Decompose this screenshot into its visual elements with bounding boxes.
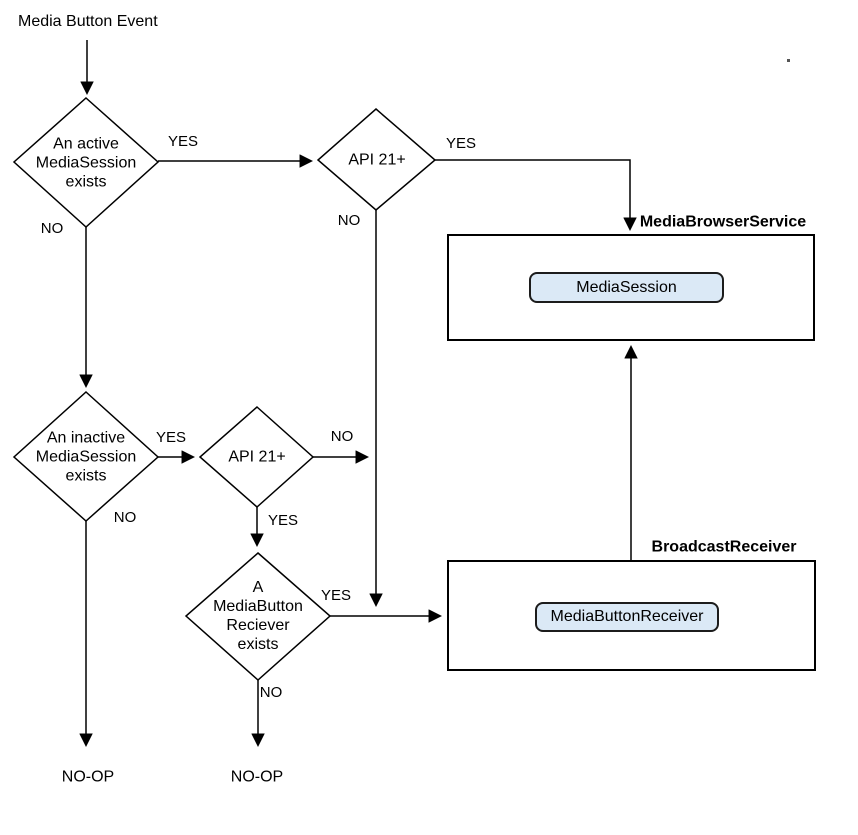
- media-browser-service-title: MediaBrowserService: [639, 213, 807, 231]
- start-label: Media Button Event: [18, 13, 158, 30]
- edge-label-inactive-no: NO: [113, 509, 137, 526]
- edge-label-mbr-no: NO: [259, 684, 283, 701]
- broadcast-receiver-title: BroadcastReceiver: [651, 538, 797, 556]
- decision-active-session-label: An active MediaSession exists: [35, 135, 137, 191]
- edge-label-api21-mid-yes: YES: [267, 512, 299, 529]
- media-button-receiver-node-label: MediaButtonReceiver: [550, 608, 704, 625]
- edge-label-active-yes: YES: [167, 133, 199, 150]
- decision-active-session-diamond: [12, 96, 160, 229]
- noop-terminal-right: NO-OP: [230, 768, 284, 786]
- edge-label-active-no: NO: [40, 220, 64, 237]
- edge-label-mbr-yes: YES: [320, 587, 352, 604]
- edge-label-inactive-yes: YES: [155, 429, 187, 446]
- media-session-node-label: MediaSession: [576, 278, 677, 296]
- decision-api21-mid-label: API 21+: [228, 448, 286, 466]
- edge-label-api21-mid-no: NO: [330, 428, 354, 445]
- decision-mbr-exists-label: A MediaButton Reciever exists: [213, 579, 303, 653]
- media-button-receiver-node: MediaButtonReceiver: [535, 602, 719, 632]
- artifact-dot: [787, 59, 790, 62]
- decision-mbr-exists-diamond: [184, 552, 332, 682]
- edge-api21-yes-to-mediabrowserservice: [435, 159, 637, 232]
- decision-inactive-session-diamond: [12, 390, 160, 523]
- decision-inactive-session-label: An inactive MediaSession exists: [35, 429, 137, 485]
- decision-api21-top-label: API 21+: [348, 151, 406, 169]
- edge-label-api21-top-no: NO: [337, 212, 361, 229]
- decision-api21-mid-diamond: [198, 405, 315, 509]
- noop-terminal-left: NO-OP: [61, 768, 115, 786]
- media-session-node: MediaSession: [529, 272, 724, 303]
- decision-api21-top-diamond: [316, 108, 437, 211]
- edge-label-api21-top-yes: YES: [445, 135, 477, 152]
